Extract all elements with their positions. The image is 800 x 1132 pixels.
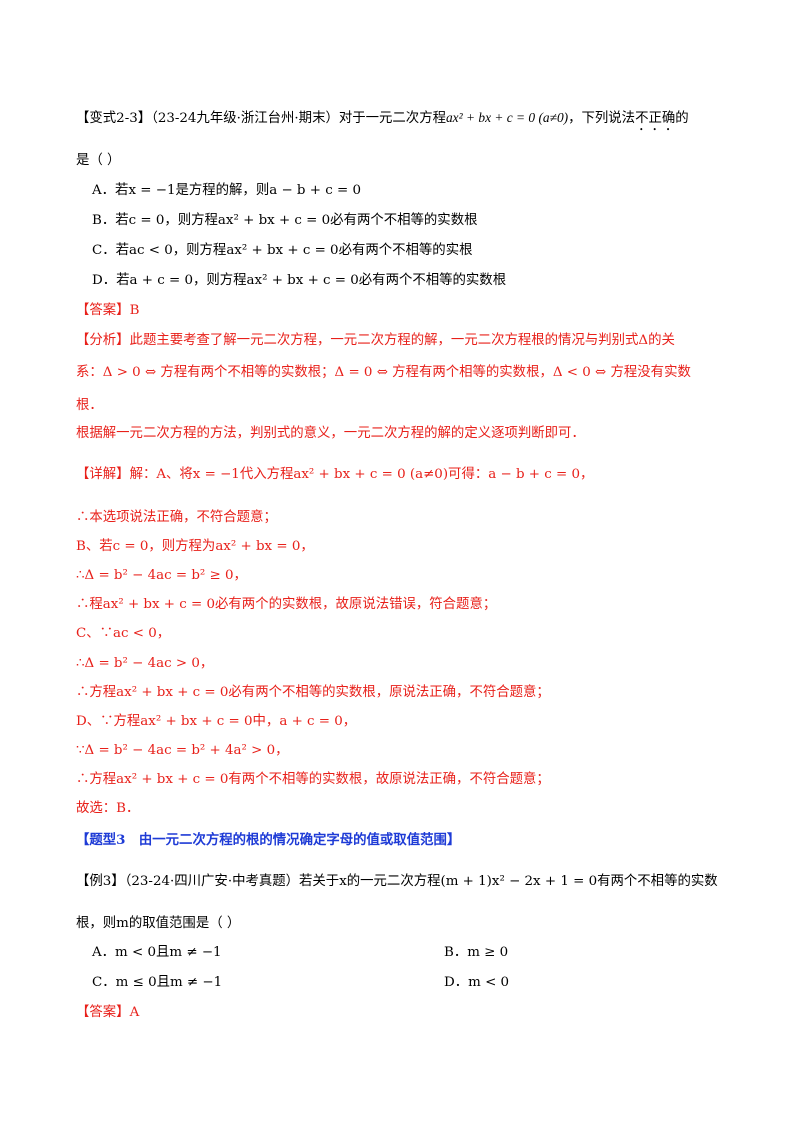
option-row-1: A．m < 0且m ≠ −1 B．m ≥ 0: [92, 943, 752, 963]
analysis-line-3: 根．: [76, 398, 103, 413]
detail-line: ∴Δ = b² − 4ac = b² ≥ 0，: [76, 568, 247, 583]
stem-text: 对于一元二次方程: [338, 111, 446, 126]
question-1-stem-line2: 是（ ）: [76, 153, 121, 168]
detail-text: 解：A、将x = −1代入方程ax² + bx + c = 0 (a≠0)可得：…: [129, 467, 594, 482]
option-b: B．若c = 0，则方程ax² + bx + c = 0必有两个不相等的实数根: [92, 213, 478, 228]
option-d: D．若a + c = 0，则方程ax² + bx + c = 0必有两个不相等的…: [92, 273, 507, 288]
detail-line: ∴方程ax² + bx + c = 0有两个不相等的实数根，故原说法正确，不符合…: [76, 772, 550, 787]
detail-line: ∴方程ax² + bx + c = 0必有两个不相等的实数根，原说法正确，不符合…: [76, 685, 550, 700]
answer-value: A: [129, 1005, 140, 1020]
detail-line: C、∵ac < 0，: [76, 626, 171, 641]
question-tag: 【变式2-3】: [76, 111, 152, 126]
answer-label: 【答案】: [76, 1005, 130, 1020]
answer-line: 【答案】B: [76, 301, 736, 321]
detail-line-first: 【详解】解：A、将x = −1代入方程ax² + bx + c = 0 (a≠0…: [76, 465, 736, 485]
analysis-line-1: 【分析】此题主要考查了解一元二次方程，一元二次方程的解，一元二次方程根的情况与判…: [76, 333, 675, 348]
stem-text: ，下列说法: [568, 111, 636, 126]
stem-text: 的: [675, 111, 689, 126]
stem-text: 若关于x的一元二次方程(m + 1)x² − 2x + 1 = 0有两个不相等的…: [299, 874, 718, 889]
question-tag: 【例3】: [76, 874, 125, 889]
question-source: （23-24·四川广安·中考真题）: [124, 874, 300, 889]
option-row-2: C．m ≤ 0且m ≠ −1 D．m < 0: [92, 973, 752, 993]
option-a: A．m < 0且m ≠ −1: [92, 945, 222, 960]
detail-line: ∴程ax² + bx + c = 0必有两个的实数根，故原说法错误，符合题意；: [76, 597, 497, 612]
detail-line: ∴本选项说法正确，不符合题意；: [76, 510, 277, 525]
detail-line: B、若c = 0，则方程为ax² + bx = 0，: [76, 539, 314, 554]
option-c: C．m ≤ 0且m ≠ −1: [92, 975, 223, 990]
option-a: A．若x = −1是方程的解，则a − b + c = 0: [92, 183, 361, 198]
detail-label: 【详解】: [76, 467, 130, 482]
detail-line: 故选：B．: [76, 801, 140, 816]
option-d: D．m < 0: [444, 975, 510, 990]
detail-line: D、∵方程ax² + bx + c = 0中，a + c = 0，: [76, 714, 357, 729]
stem-equation: ax² + bx + c = 0 (a≠0): [445, 110, 569, 125]
answer-line: 【答案】A: [76, 1003, 736, 1023]
analysis-line-2: 系：Δ > 0 ⇔ 方程有两个不相等的实数根；Δ = 0 ⇔ 方程有两个相等的实…: [76, 365, 691, 380]
answer-label: 【答案】: [76, 303, 130, 318]
answer-value: B: [129, 303, 140, 318]
detail-line: ∴Δ = b² − 4ac > 0，: [76, 656, 214, 671]
detail-line: ∵Δ = b² − 4ac = b² + 4a² > 0，: [76, 743, 289, 758]
option-c: C．若ac < 0，则方程ax² + bx + c = 0必有两个不相等的实根: [92, 243, 473, 258]
stem-emphasis: 不正确: [635, 111, 676, 126]
section-title: 【题型3 由一元二次方程的根的情况确定字母的值或取值范围】: [76, 832, 461, 848]
question-2-stem: 【例3】（23-24·四川广安·中考真题）若关于x的一元二次方程(m + 1)x…: [76, 872, 736, 892]
question-source: （23-24九年级·浙江台州·期末）: [151, 111, 339, 126]
question-2-stem-line2: 根，则m的取值范围是（ ）: [76, 916, 241, 931]
question-1-stem: 【变式2-3】（23-24九年级·浙江台州·期末）对于一元二次方程ax² + b…: [76, 108, 736, 134]
analysis-line-4: 根据解一元二次方程的方法，判别式的意义，一元二次方程的解的定义逐项判断即可．: [76, 426, 585, 441]
option-b: B．m ≥ 0: [444, 945, 509, 960]
